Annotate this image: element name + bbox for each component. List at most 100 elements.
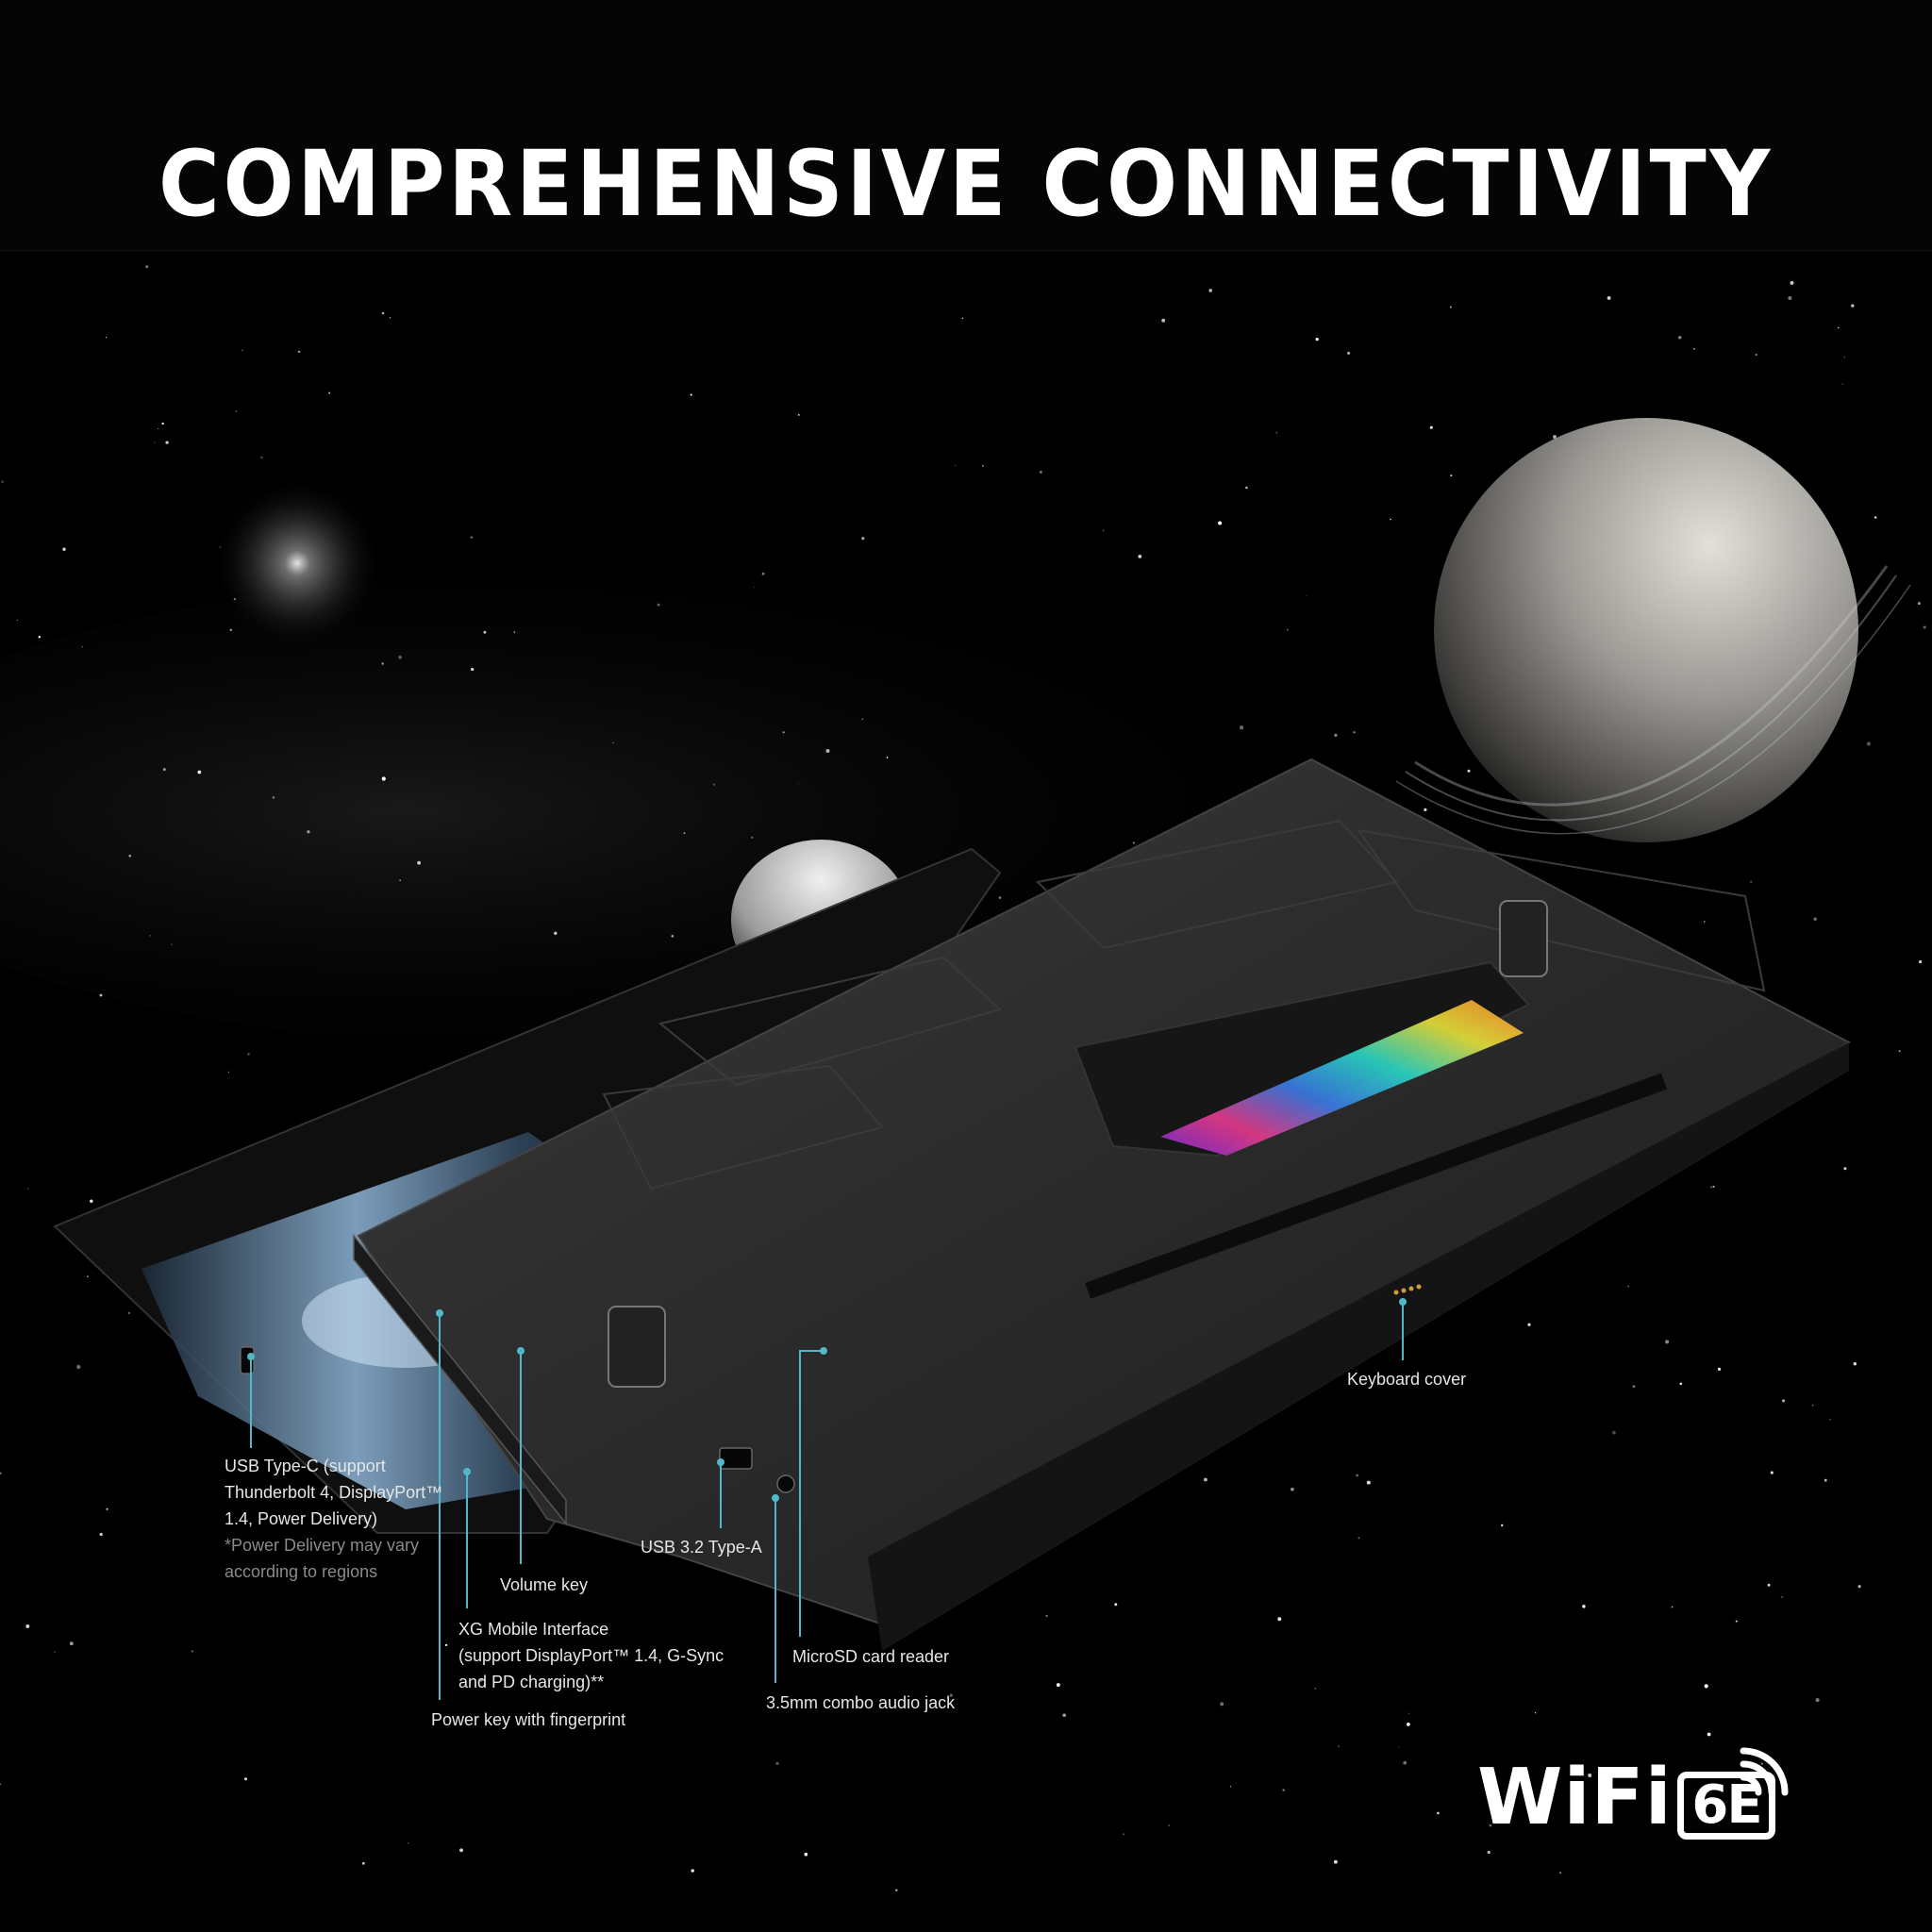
leader-anchor-dot <box>772 1494 779 1502</box>
star <box>1692 347 1695 350</box>
star <box>1245 486 1248 490</box>
star <box>459 1848 463 1853</box>
star <box>782 731 785 734</box>
callout-audio-jack: 3.5mm combo audio jack <box>766 1690 955 1716</box>
star <box>1291 1487 1294 1491</box>
star <box>1306 595 1307 597</box>
star <box>1843 1167 1847 1171</box>
star <box>998 896 1002 899</box>
star <box>1790 280 1794 285</box>
star <box>76 1364 81 1370</box>
star <box>171 943 173 945</box>
star <box>1627 1285 1629 1288</box>
star <box>1501 1524 1504 1527</box>
star <box>1315 337 1319 341</box>
star <box>25 1624 30 1628</box>
star <box>417 860 421 865</box>
star <box>1553 435 1557 440</box>
callout-line: 3.5mm combo audio jack <box>766 1693 956 1712</box>
star <box>399 879 401 881</box>
star <box>982 464 984 467</box>
star <box>398 656 402 659</box>
star <box>1866 741 1871 746</box>
leader-anchor-dot <box>820 1347 827 1355</box>
wifi-signal-icon <box>1740 1747 1789 1796</box>
callout-keyboard-cover: Keyboard cover <box>1347 1366 1466 1392</box>
star <box>1 480 4 483</box>
star <box>127 1311 131 1315</box>
star <box>87 1275 89 1278</box>
star <box>1102 529 1105 532</box>
star <box>0 1783 2 1786</box>
star <box>671 935 675 938</box>
star <box>191 1650 193 1653</box>
star <box>106 1507 108 1510</box>
star <box>247 1053 250 1056</box>
star <box>712 783 716 786</box>
planet-rings <box>1395 565 1911 835</box>
star <box>804 1852 808 1857</box>
star <box>1467 769 1471 773</box>
star <box>761 572 765 575</box>
wifi-wordmark: WiFi <box>1477 1753 1673 1842</box>
callout-line: USB Type-C (support <box>225 1457 386 1475</box>
callout-line: Power key with fingerprint <box>431 1710 626 1729</box>
star <box>1277 1617 1282 1622</box>
star <box>1338 1745 1340 1747</box>
planet-icon <box>1434 418 1858 842</box>
callout-xg-mobile: XG Mobile Interface (support DisplayPort… <box>458 1616 724 1695</box>
star <box>1334 733 1338 738</box>
callout-usb-type-a: USB 3.2 Type-A <box>641 1534 762 1560</box>
star <box>1240 725 1244 730</box>
star <box>797 414 800 416</box>
star <box>1218 521 1223 525</box>
star <box>1208 289 1212 292</box>
star <box>1703 921 1706 923</box>
star <box>1781 1596 1783 1598</box>
star <box>1829 1418 1831 1421</box>
star <box>691 1869 694 1873</box>
star <box>444 1643 448 1647</box>
star <box>38 636 42 639</box>
star <box>753 586 755 588</box>
star <box>128 855 131 858</box>
star <box>1813 917 1817 921</box>
star <box>1717 1367 1722 1371</box>
star <box>1450 475 1453 477</box>
star <box>1582 1605 1586 1608</box>
star <box>1123 1833 1125 1836</box>
wifi-6e-badge: 6E <box>1677 1772 1775 1840</box>
star <box>1138 554 1142 558</box>
star <box>554 931 558 936</box>
star <box>219 546 222 548</box>
star <box>162 768 166 772</box>
star <box>1407 1712 1410 1714</box>
star <box>1811 1405 1814 1407</box>
star <box>1282 1789 1286 1791</box>
star <box>1704 1684 1708 1689</box>
callout-line: XG Mobile Interface <box>458 1620 609 1639</box>
star <box>479 1677 483 1682</box>
callout-power-key: Power key with fingerprint <box>431 1707 625 1733</box>
star <box>513 631 516 633</box>
star <box>1898 1050 1901 1053</box>
star <box>775 1761 779 1766</box>
star <box>861 718 864 721</box>
callout-line: USB 3.2 Type-A <box>641 1538 762 1557</box>
star <box>272 796 275 799</box>
star <box>1314 1688 1316 1690</box>
star <box>381 311 385 315</box>
star <box>1632 1385 1636 1389</box>
star <box>1203 1477 1208 1482</box>
star <box>1487 1850 1491 1855</box>
leader-anchor-dot <box>463 1468 471 1475</box>
star <box>1782 1399 1786 1403</box>
star <box>307 830 310 834</box>
star <box>1707 1732 1711 1737</box>
star <box>1679 1382 1683 1386</box>
star <box>1347 351 1351 355</box>
star <box>1710 1186 1712 1189</box>
star <box>861 537 865 541</box>
star <box>1919 960 1923 964</box>
